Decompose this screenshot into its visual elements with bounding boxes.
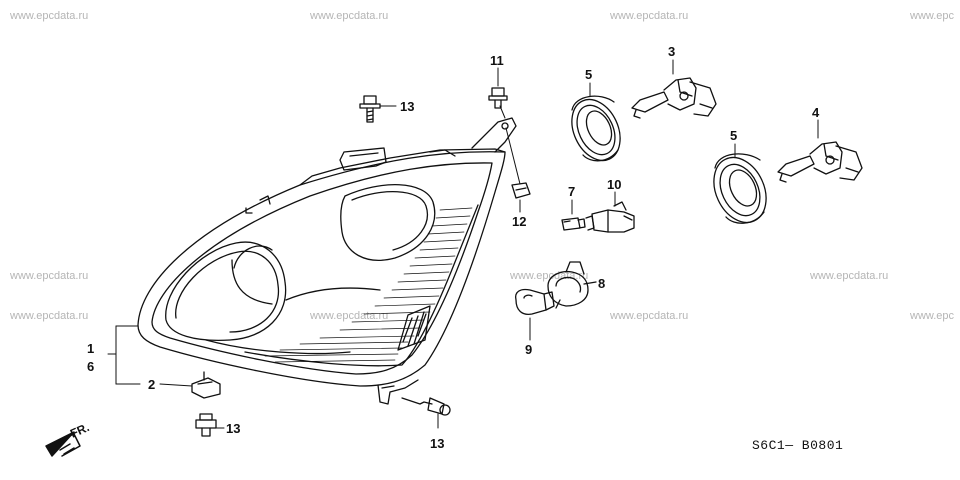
callout-4: 4 xyxy=(812,105,820,120)
wedge-bulb[interactable] xyxy=(514,288,555,316)
watermark: www.epcdata.ru xyxy=(610,310,689,322)
callout-7: 7 xyxy=(568,184,576,199)
callout-8: 8 xyxy=(598,276,606,291)
screw[interactable] xyxy=(488,87,508,109)
mounting-bolt[interactable] xyxy=(195,413,217,437)
dust-cover[interactable] xyxy=(563,92,630,169)
watermark: www.epcdata.ru xyxy=(310,10,389,22)
watermark: www.epcdata.ru xyxy=(810,270,889,282)
headlight-bulb[interactable] xyxy=(631,77,717,119)
callout-5: 5 xyxy=(585,67,593,82)
watermark: www.epcdata.ru xyxy=(310,310,389,322)
callout-13: 13 xyxy=(226,421,241,436)
wedge-bulb[interactable] xyxy=(561,217,586,231)
callout-10: 10 xyxy=(607,177,622,192)
headlight-assembly[interactable] xyxy=(137,117,517,405)
clip-nut[interactable] xyxy=(191,371,221,399)
callout-13: 13 xyxy=(430,436,445,451)
bulb-socket[interactable] xyxy=(547,261,597,309)
callout-2: 2 xyxy=(148,377,156,392)
watermark: www.epcdata.ru xyxy=(10,270,89,282)
headlight-bulb[interactable] xyxy=(777,141,863,183)
watermark: www.epc xyxy=(910,310,955,322)
diagram-code: S6C1— B0801 xyxy=(752,438,844,453)
callout-13: 13 xyxy=(400,99,415,114)
watermark: www.epc xyxy=(910,10,955,22)
callout-3: 3 xyxy=(668,44,676,59)
watermark: www.epcdata.ru xyxy=(10,310,89,322)
watermark: www.epcdata.ru xyxy=(610,10,689,22)
front-direction-arrow xyxy=(45,431,81,457)
callout-6: 6 xyxy=(87,359,95,374)
watermark: www.epcdata.ru xyxy=(10,10,89,22)
mounting-bolt[interactable] xyxy=(401,397,451,416)
callout-11: 11 xyxy=(490,53,504,68)
callout-1: 1 xyxy=(87,341,95,356)
lens-hatching xyxy=(264,207,473,363)
clip[interactable] xyxy=(511,182,531,199)
dust-cover[interactable] xyxy=(704,149,776,231)
callout-5: 5 xyxy=(730,128,738,143)
callout-9: 9 xyxy=(525,342,533,357)
watermark: www.epcdata.ru xyxy=(510,270,589,282)
mounting-bolt[interactable] xyxy=(359,95,381,123)
callout-12: 12 xyxy=(512,214,527,229)
bulb-socket[interactable] xyxy=(585,201,635,233)
